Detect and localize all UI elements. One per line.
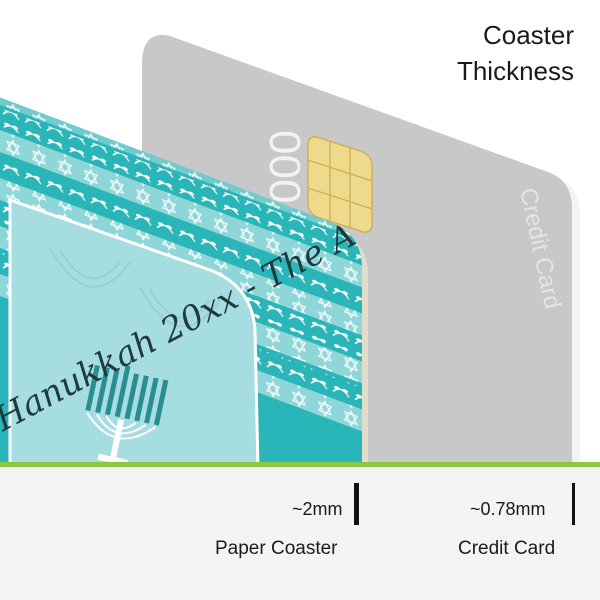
chip-icon	[307, 136, 373, 233]
coaster-thickness-value: ~2mm	[292, 499, 343, 519]
card-thickness-value: ~0.78mm	[470, 499, 546, 519]
title-line-2: Thickness	[456, 56, 574, 86]
measurement-panel	[0, 464, 600, 600]
card-number-fragment: 000	[260, 130, 309, 203]
coaster-caption: Paper Coaster	[215, 538, 338, 559]
coaster-thickness-marker	[354, 483, 359, 525]
menorah-icon	[85, 365, 169, 466]
product-illustration: 000 Credit Card	[0, 35, 580, 470]
card-caption: Credit Card	[458, 538, 556, 559]
card-thickness-marker	[572, 483, 575, 525]
title-line-1: Coaster	[482, 20, 574, 50]
accent-bar	[0, 462, 600, 467]
